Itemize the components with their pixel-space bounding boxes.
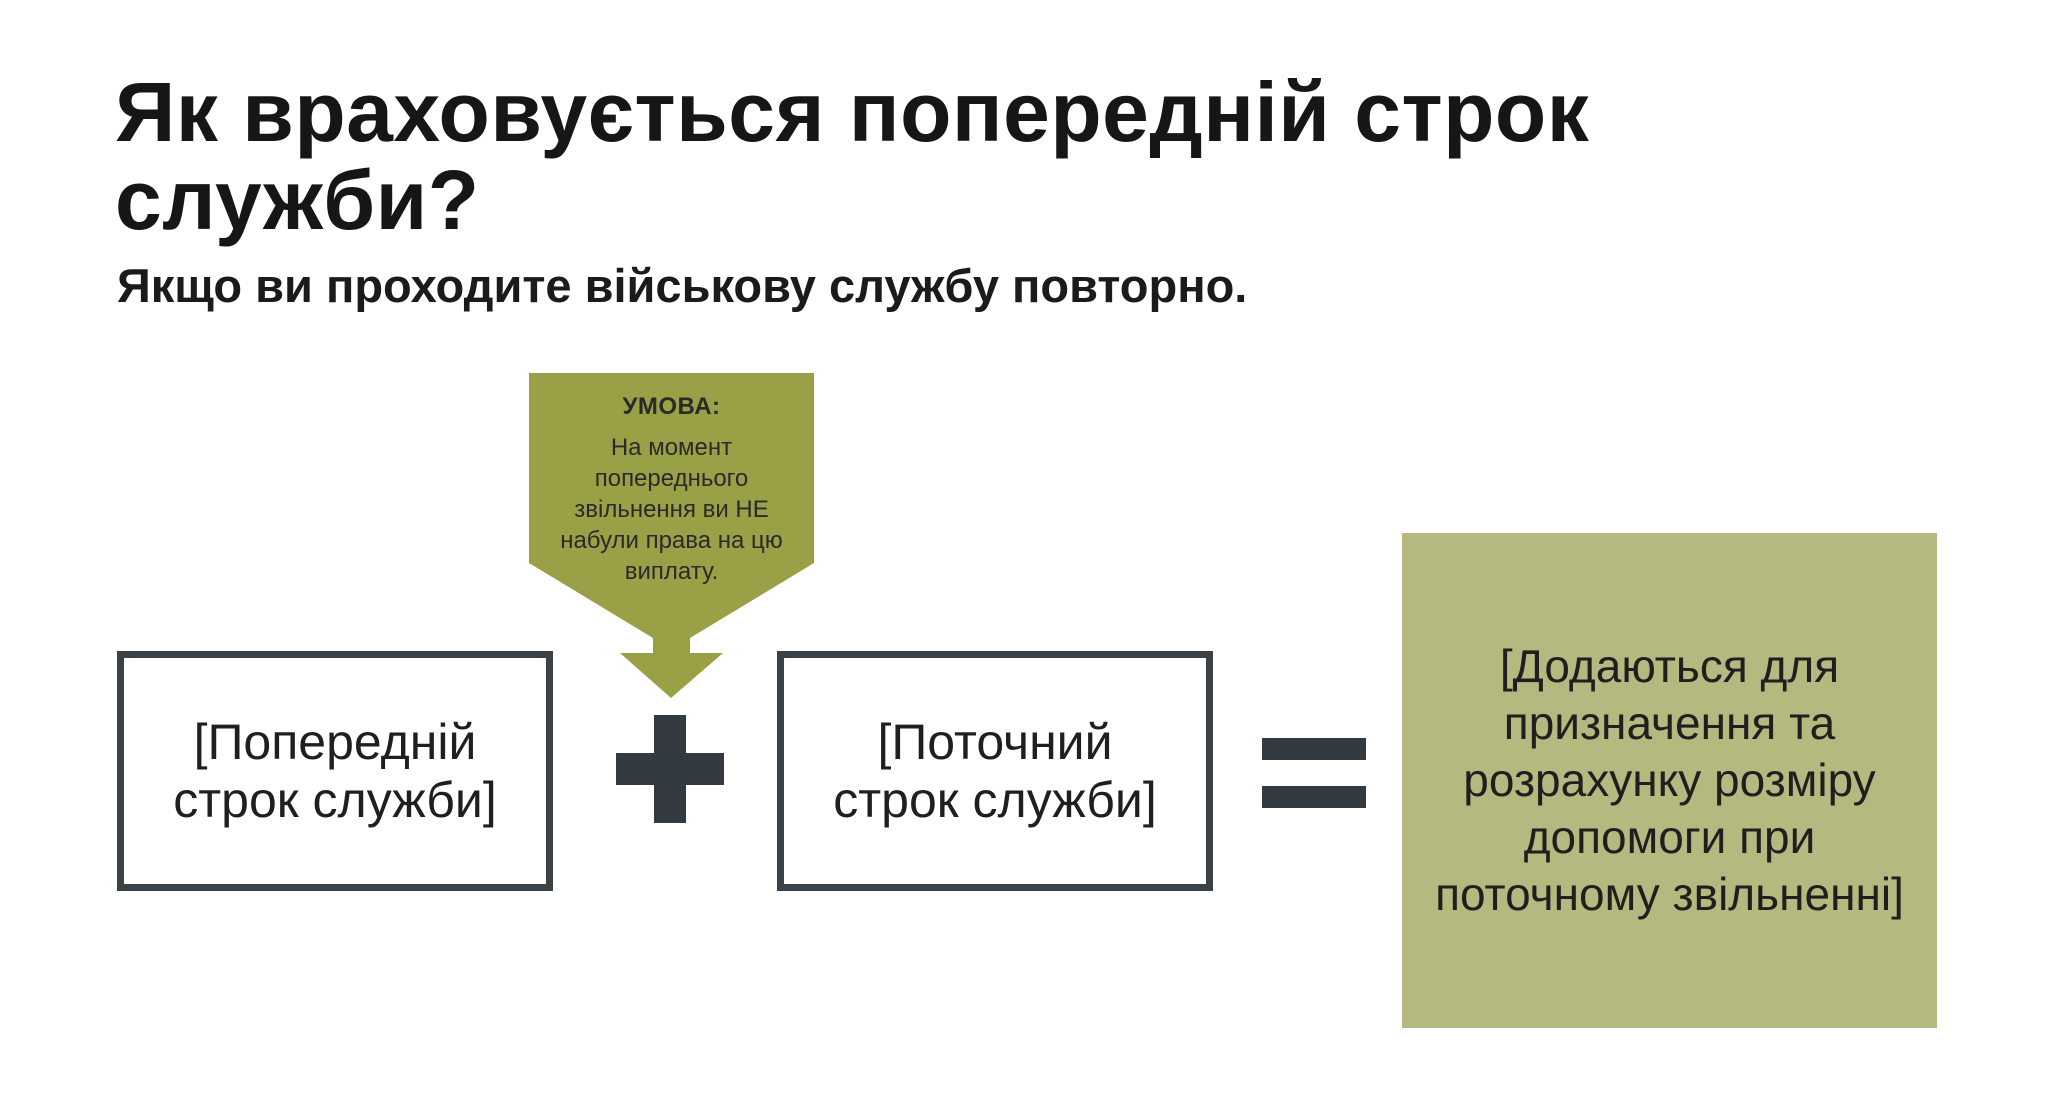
plus-icon xyxy=(616,715,724,823)
current-service-box: [Поточний строк служби] xyxy=(777,651,1213,891)
previous-service-box: [Попередній строк служби] xyxy=(117,651,553,891)
current-service-label: [Поточний строк служби] xyxy=(833,714,1157,828)
condition-body: На момент попереднього звільнення ви НЕ … xyxy=(560,434,783,585)
page-subtitle: Якщо ви проходите військову службу повто… xyxy=(117,259,1248,312)
page-title: Як враховується попередній строк служби? xyxy=(115,65,1590,247)
previous-service-label: [Попередній строк служби] xyxy=(173,714,497,828)
condition-callout: УМОВА: На момент попереднього звільнення… xyxy=(529,373,814,703)
condition-arrow-shape xyxy=(529,373,814,698)
condition-label: УМОВА: xyxy=(622,393,721,420)
result-label: [Додаються для призначення та розрахунку… xyxy=(1435,640,1904,920)
result-box: [Додаються для призначення та розрахунку… xyxy=(1402,533,1937,1028)
equals-icon xyxy=(1262,738,1366,808)
condition-text-block: УМОВА: На момент попереднього звільнення… xyxy=(529,391,814,587)
